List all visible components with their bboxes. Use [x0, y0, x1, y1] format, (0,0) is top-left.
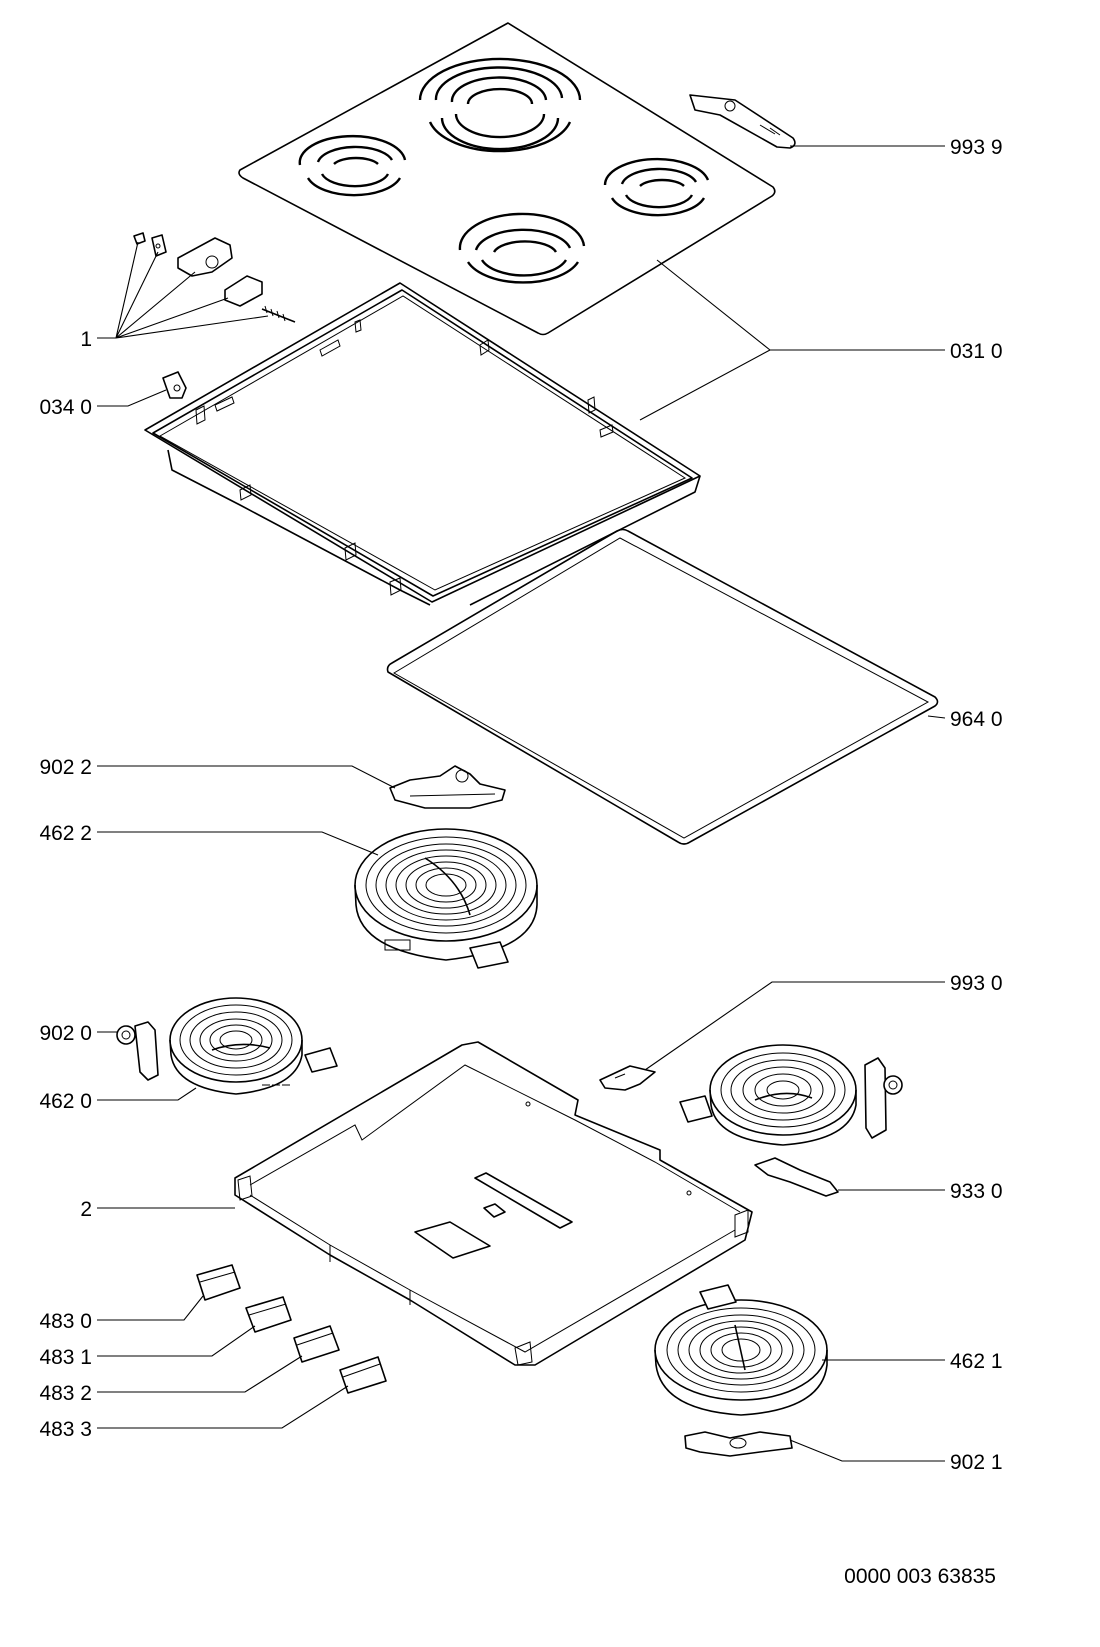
label-2: 2 [80, 1198, 92, 1221]
bracket-902-0 [116, 1021, 159, 1081]
bracket-902-1 [684, 1431, 793, 1457]
label-483-1: 483 1 [39, 1346, 92, 1369]
bracket-993-9 [689, 94, 796, 149]
label-483-2: 483 2 [39, 1382, 92, 1405]
frame-031-0 [144, 282, 701, 606]
label-034-0: 034 0 [39, 396, 92, 419]
leader-lines [97, 145, 946, 1462]
clip-993-0 [599, 1065, 656, 1091]
label-462-1: 462 1 [950, 1350, 1003, 1373]
gasket-964-0 [386, 528, 939, 845]
label-462-2: 462 2 [39, 822, 92, 845]
label-031-0: 031 0 [950, 340, 1003, 363]
label-902-2: 902 2 [39, 756, 92, 779]
radiant-heater-462-2 [354, 828, 538, 969]
switch-block-483-2 [293, 1325, 340, 1363]
switch-block-483-0 [196, 1264, 241, 1301]
label-993-9: 993 9 [950, 136, 1003, 159]
glass-ceramic-top [238, 22, 776, 336]
label-933-0: 933 0 [950, 1180, 1003, 1203]
switch-block-483-3 [339, 1356, 387, 1394]
label-902-0: 902 0 [39, 1022, 92, 1045]
label-902-1: 902 1 [950, 1451, 1003, 1474]
fixing-parts-1 [133, 232, 296, 323]
radiant-heater-right [679, 1044, 903, 1146]
radiant-heater-462-0 [169, 997, 338, 1095]
label-483-0: 483 0 [39, 1310, 92, 1333]
drawing-number: 0000 003 63835 [844, 1565, 996, 1588]
label-462-0: 462 0 [39, 1090, 92, 1113]
thermostat-933-0 [754, 1157, 839, 1197]
radiant-heater-462-1 [654, 1284, 828, 1416]
label-1: 1 [80, 328, 92, 351]
bracket-902-2 [389, 765, 506, 809]
label-964-0: 964 0 [950, 708, 1003, 731]
callout-labels: 993 9 1 031 0 034 0 964 0 902 2 462 2 99… [39, 136, 1002, 1588]
label-483-3: 483 3 [39, 1418, 92, 1441]
base-tray-2 [234, 1041, 753, 1366]
clip-034-0 [162, 371, 187, 399]
label-993-0: 993 0 [950, 972, 1003, 995]
switch-block-483-1 [245, 1296, 292, 1333]
